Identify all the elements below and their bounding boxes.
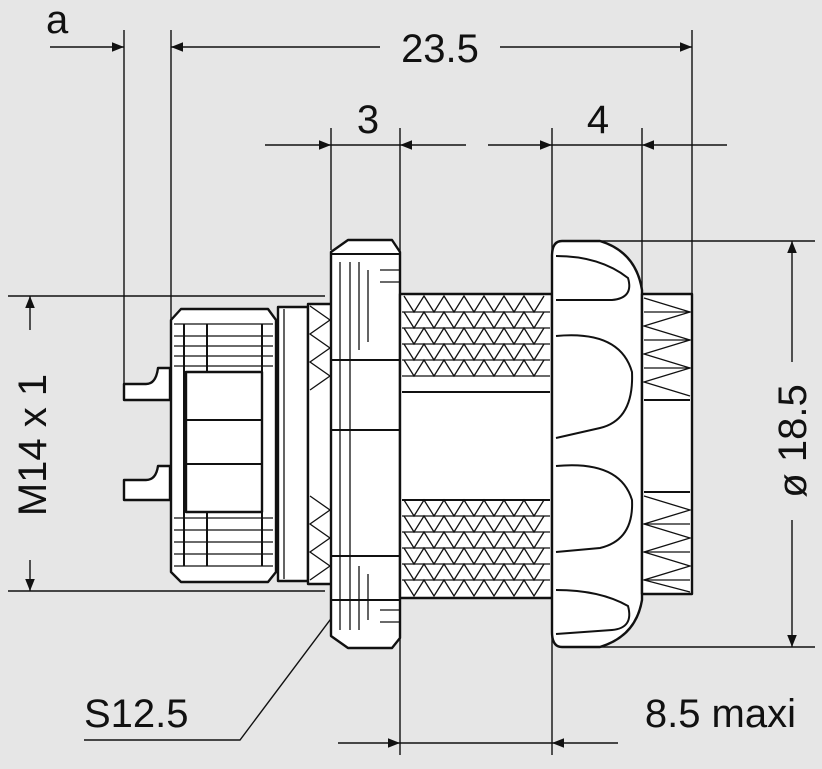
label-thread: M14 x 1 [11, 374, 55, 516]
label-max-panel: 8.5 maxi [645, 692, 796, 736]
rear-body [169, 307, 278, 584]
hex-nut [329, 238, 402, 650]
label-overall-length: 23.5 [401, 27, 479, 71]
threaded-body [398, 292, 554, 600]
rear-contacts [122, 366, 172, 502]
front-flange [550, 239, 644, 649]
washer [276, 305, 310, 583]
label-nut-thickness: 3 [357, 98, 379, 142]
label-flange-length: 4 [587, 98, 609, 142]
label-a: a [46, 0, 69, 42]
label-diameter: ø 18.5 [771, 384, 815, 497]
label-wrench-size: S12.5 [84, 692, 189, 736]
front-thread [640, 292, 694, 596]
thread-stub [306, 302, 334, 586]
